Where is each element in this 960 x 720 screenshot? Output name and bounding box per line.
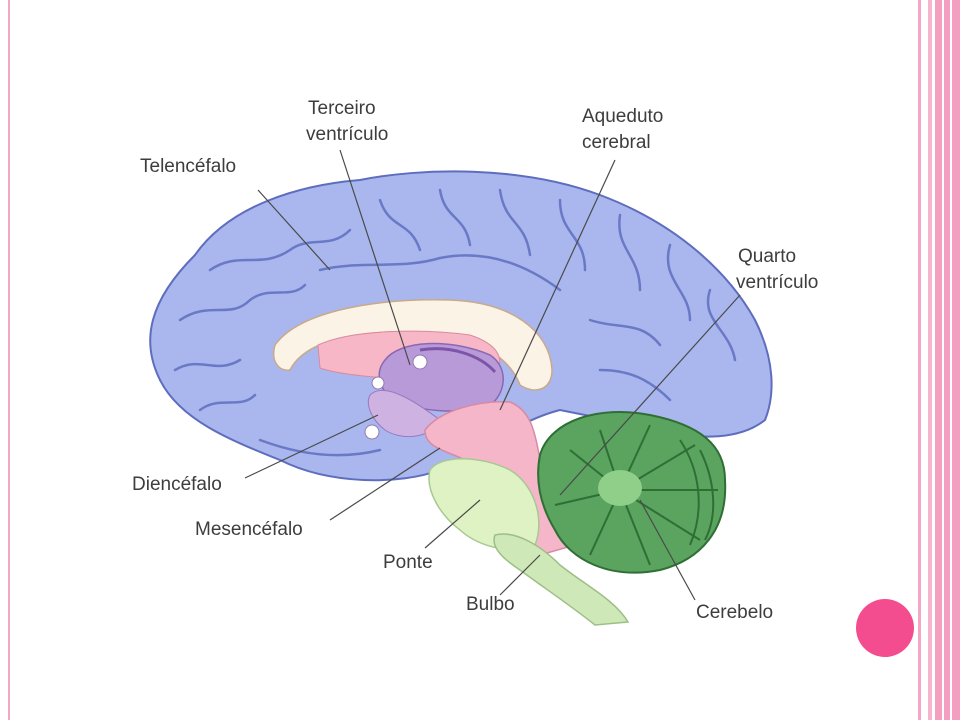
hypothalamus bbox=[367, 389, 441, 438]
arbor-vitae bbox=[598, 470, 642, 506]
leader-lines bbox=[244, 149, 741, 601]
interthalamic-mark bbox=[412, 354, 428, 370]
label-cerebelo: Cerebelo bbox=[696, 602, 773, 623]
pineal-mark bbox=[371, 376, 385, 390]
label-quarto-ventriculo-2: ventrículo bbox=[736, 272, 818, 293]
leader-cerebelo bbox=[639, 499, 696, 601]
label-diencefalo: Diencéfalo bbox=[132, 474, 222, 495]
leader-mesencefalo bbox=[329, 447, 441, 521]
label-aqueduto-cerebral-1: Aqueduto bbox=[582, 106, 663, 127]
thalamus-stria bbox=[419, 347, 497, 374]
slide-accent-dot bbox=[856, 599, 914, 657]
medulla bbox=[493, 533, 630, 626]
corpus-callosum bbox=[273, 299, 553, 391]
cortex-gyri bbox=[173, 188, 737, 457]
slide-frame-left bbox=[8, 0, 10, 720]
leader-bulbo bbox=[499, 554, 541, 596]
label-telencefalo: Telencéfalo bbox=[140, 156, 236, 177]
optic-chiasm bbox=[364, 424, 380, 440]
label-mesencefalo: Mesencéfalo bbox=[195, 519, 303, 540]
label-bulbo: Bulbo bbox=[466, 594, 515, 615]
leader-quarto-ventriculo bbox=[559, 294, 741, 496]
label-terceiro-ventriculo-1: Terceiro bbox=[308, 98, 376, 119]
leader-terceiro-ventriculo bbox=[339, 149, 411, 366]
leader-aqueduto-cerebral bbox=[499, 159, 616, 411]
slide-border-band bbox=[928, 0, 960, 720]
leader-diencefalo bbox=[244, 414, 379, 479]
leader-telencefalo bbox=[257, 189, 331, 271]
label-ponte: Ponte bbox=[383, 552, 433, 573]
label-quarto-ventriculo-1: Quarto bbox=[738, 246, 796, 267]
slide-frame-right bbox=[918, 0, 921, 720]
label-aqueduto-cerebral-2: cerebral bbox=[582, 132, 651, 153]
label-terceiro-ventriculo-2: ventrículo bbox=[306, 124, 388, 145]
leader-ponte bbox=[424, 499, 481, 549]
